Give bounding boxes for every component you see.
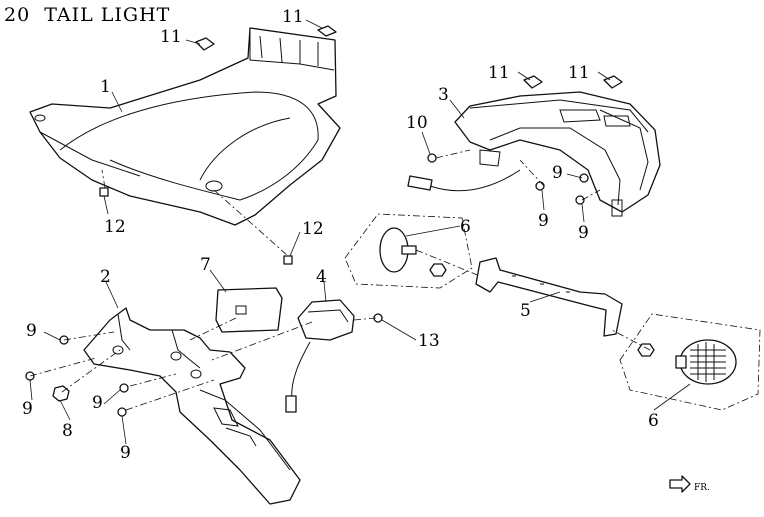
forward-label: FR. <box>694 483 710 493</box>
leader-lines <box>29 19 691 445</box>
callout-11-d: 11 <box>568 63 590 83</box>
callout-4: 4 <box>316 267 327 287</box>
part-11-clip-a <box>195 37 215 51</box>
part-12-screw-a <box>99 187 109 197</box>
callout-9-left-c: 9 <box>92 393 103 413</box>
callout-12-a: 12 <box>104 217 126 237</box>
callout-12-b: 12 <box>302 219 324 239</box>
part-5-bracket <box>475 257 623 337</box>
callout-10: 10 <box>406 113 428 133</box>
callout-6-lower: 6 <box>648 411 659 431</box>
part-11-clip-b <box>317 25 337 37</box>
part-9-screw-left-c <box>119 383 129 393</box>
callout-2: 2 <box>100 267 111 287</box>
arrow-right-icon <box>669 475 691 493</box>
part-4-license-light <box>285 299 355 413</box>
callout-5: 5 <box>520 301 531 321</box>
callout-8: 8 <box>62 421 73 441</box>
forward-direction-marker: FR. <box>669 475 710 493</box>
callout-11-c: 11 <box>488 63 510 83</box>
callout-9-left-b: 9 <box>22 399 33 419</box>
part-1-rear-fender-tray <box>29 27 341 226</box>
callout-9-right-a: 9 <box>552 163 563 183</box>
part-12-screw-b <box>283 255 293 265</box>
assembly-lines <box>29 149 651 411</box>
part-10-screw <box>427 153 437 163</box>
diagram-title: 20 TAIL LIGHT <box>4 4 171 26</box>
part-6-reflector-upper <box>344 213 473 289</box>
part-3-tail-light-assembly <box>407 91 661 217</box>
callout-9-right-c: 9 <box>578 223 589 243</box>
callout-7: 7 <box>200 255 211 275</box>
part-9-screw-top-c <box>575 195 585 205</box>
callout-6-upper: 6 <box>460 217 471 237</box>
callout-13: 13 <box>418 331 440 351</box>
callout-11-b: 11 <box>282 7 304 27</box>
part-9-screw-top-a <box>535 181 545 191</box>
callout-9-right-b: 9 <box>538 211 549 231</box>
part-9-screw-top-b <box>579 173 589 183</box>
callout-1: 1 <box>100 77 111 97</box>
part-6-reflector-lower <box>619 313 761 411</box>
part-7-license-plate-pad <box>215 287 283 333</box>
part-2-license-bracket <box>83 307 301 505</box>
callout-11-a: 11 <box>160 27 182 47</box>
callout-9-left-d: 9 <box>120 443 131 463</box>
callout-3: 3 <box>438 85 449 105</box>
callout-labels: 1 2 3 4 5 6 6 7 8 9 9 9 9 9 9 9 10 11 11… <box>22 7 659 463</box>
part-9-screw-left-d <box>117 407 127 417</box>
callout-9-left-a: 9 <box>26 321 37 341</box>
